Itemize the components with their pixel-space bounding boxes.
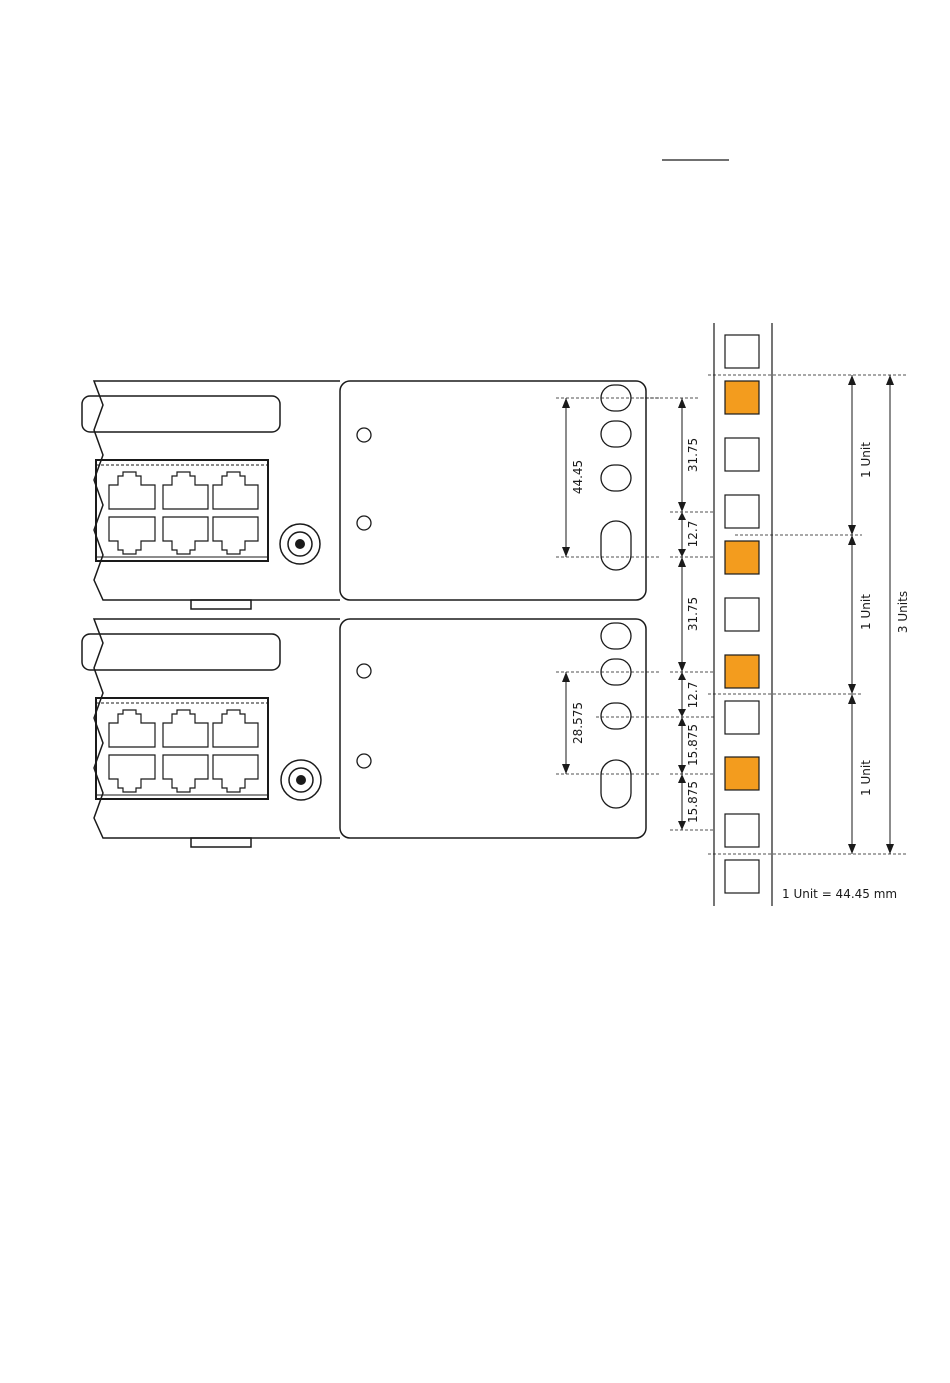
lower-rj45-port (109, 710, 258, 792)
rail-hole (725, 814, 759, 847)
lower-display-slot (82, 634, 280, 670)
dim-label-28-575: 28.575 (571, 702, 585, 744)
dim-label-15-875-b: 15.875 (686, 781, 700, 823)
upper-ear-slot (601, 465, 631, 491)
unit-label-3: 1 Unit (859, 760, 873, 796)
dim-label-15-875-a: 15.875 (686, 724, 700, 766)
unit-label-1: 1 Unit (859, 442, 873, 478)
dim-label-12-7-a: 12.7 (686, 521, 700, 548)
upper-coax-connector (280, 524, 320, 564)
rail-hole (725, 335, 759, 368)
lower-ear-slot-highlighted (601, 760, 631, 808)
lower-device-body (94, 619, 340, 838)
lower-ear-screw (357, 664, 371, 678)
upper-rj45-port (109, 472, 258, 554)
dim-label-44-45: 44.45 (571, 460, 585, 494)
unit-label-2: 1 Unit (859, 594, 873, 630)
rack-rail-holes (725, 335, 759, 893)
dim-label-31-75-b: 31.75 (686, 597, 700, 631)
upper-device (82, 381, 646, 609)
upper-ear-screw (357, 516, 371, 530)
rail-hole (725, 438, 759, 471)
rail-hole (725, 860, 759, 893)
rail-hole-highlighted (725, 655, 759, 688)
dimension-chain: 31.75 12.7 31.75 12.7 15.875 15.875 (596, 398, 715, 830)
units-label-3: 3 Units (896, 591, 910, 633)
upper-device-body (94, 381, 340, 600)
dim-label-12-7-b: 12.7 (686, 682, 700, 709)
lower-ear-slot (601, 623, 631, 649)
rail-hole-highlighted (725, 541, 759, 574)
rail-hole (725, 701, 759, 734)
upper-ear-slot-highlighted (601, 521, 631, 570)
ear-dimensions: 44.45 28.575 (556, 398, 660, 774)
rail-hole-highlighted (725, 381, 759, 414)
rack-rail (714, 323, 772, 906)
lower-ear-slot (601, 703, 631, 729)
upper-ear-slot (601, 421, 631, 447)
upper-display-slot (82, 396, 280, 432)
upper-port-block (96, 460, 268, 561)
lower-device (82, 619, 646, 847)
lower-coax-connector (281, 760, 321, 800)
upper-device-foot (191, 600, 251, 609)
upper-mounting-ear (340, 381, 646, 600)
lower-port-block (96, 698, 268, 799)
rail-hole-highlighted (725, 757, 759, 790)
lower-ear-screw (357, 754, 371, 768)
rail-hole (725, 495, 759, 528)
lower-mounting-ear (340, 619, 646, 838)
lower-device-foot (191, 838, 251, 847)
rail-hole (725, 598, 759, 631)
unit-legend: 1 Unit = 44.45 mm (782, 887, 897, 901)
upper-ear-screw (357, 428, 371, 442)
dim-label-31-75-a: 31.75 (686, 438, 700, 472)
